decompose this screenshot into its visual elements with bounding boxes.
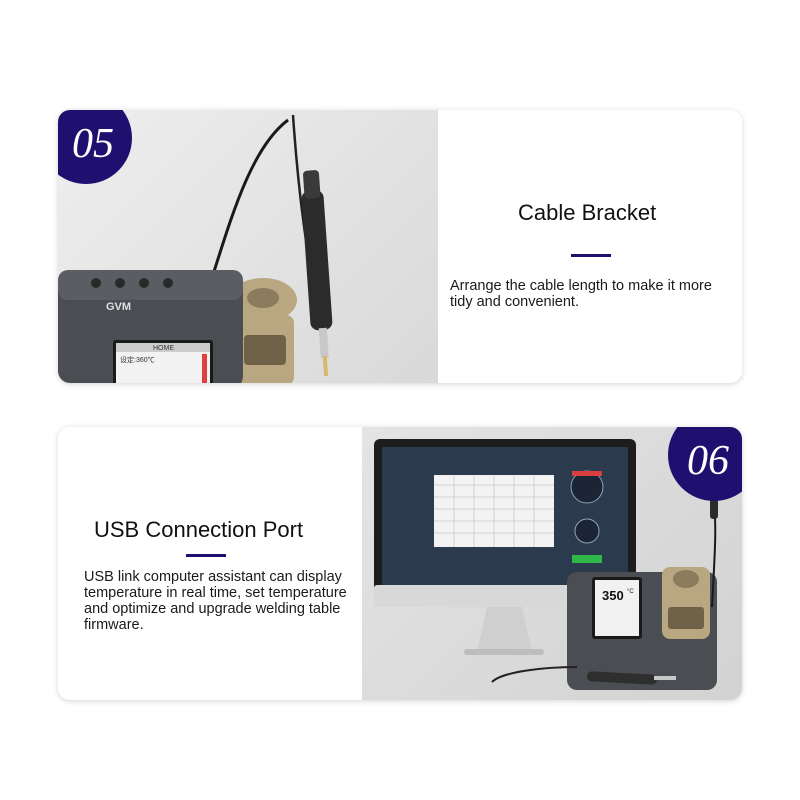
feature-text-panel: Cable Bracket Arrange the cable length t… bbox=[438, 110, 742, 383]
feature-number-badge: 05 bbox=[58, 110, 132, 184]
feature-title: Cable Bracket bbox=[518, 200, 657, 225]
product-photo-usb-port: 350 °C 06 bbox=[362, 427, 742, 700]
feature-title: USB Connection Port bbox=[94, 517, 304, 542]
computer-and-station-illustration: 350 °C bbox=[374, 439, 718, 690]
device-temp-unit: °C bbox=[627, 589, 634, 595]
device-display-temp: 350 bbox=[602, 588, 624, 603]
title-divider bbox=[571, 254, 611, 257]
device-screen-set: 设定:360℃ bbox=[120, 355, 155, 364]
feature-card-cable-bracket: GVM HOME 设定:360℃ 05 Cable Bracket Arrang… bbox=[58, 110, 742, 383]
soldering-station-illustration: GVM HOME 设定:360℃ bbox=[58, 114, 333, 383]
device-brand-text: GVM bbox=[106, 301, 131, 313]
feature-description: Arrange the cable length to make it more… bbox=[450, 278, 712, 310]
feature-number: 06 bbox=[687, 438, 729, 484]
feature-card-usb-port: USB Connection Port USB link computer as… bbox=[58, 427, 742, 700]
feature-description: USB link computer assistant can display … bbox=[84, 569, 347, 633]
product-photo-cable-bracket: GVM HOME 设定:360℃ 05 bbox=[58, 110, 438, 383]
feature-text-panel: USB Connection Port USB link computer as… bbox=[58, 427, 362, 700]
title-divider bbox=[186, 554, 226, 557]
feature-number: 05 bbox=[72, 121, 114, 167]
device-screen-home: HOME bbox=[153, 345, 174, 352]
